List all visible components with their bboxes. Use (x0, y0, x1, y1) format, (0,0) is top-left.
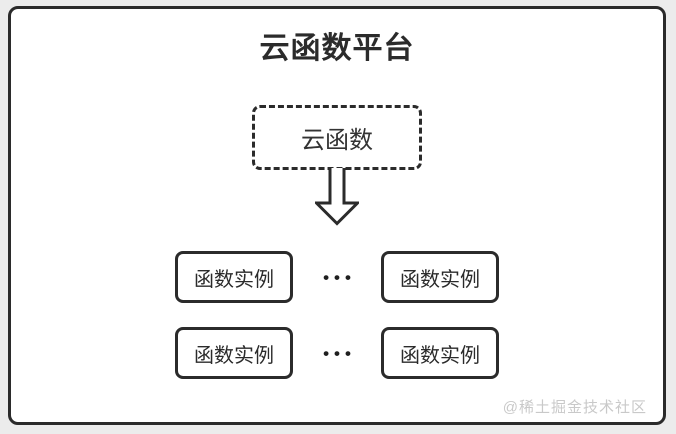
ellipsis-separator: ••• (323, 267, 356, 287)
function-instance-label: 函数实例 (400, 268, 480, 291)
down-arrow-icon (315, 168, 359, 226)
diagram-canvas: 云函数平台 云函数 函数实例 ••• 函数实例 函数实例 ••• 函数实例 @稀… (8, 6, 666, 425)
function-instance-label: 函数实例 (400, 344, 480, 367)
instance-rows: 函数实例 ••• 函数实例 函数实例 ••• 函数实例 (11, 251, 663, 379)
function-instance-label: 函数实例 (194, 268, 274, 291)
cloud-function-label: 云函数 (301, 127, 373, 154)
cloud-function-box: 云函数 (252, 105, 422, 170)
diagram-title: 云函数平台 (259, 32, 415, 65)
instance-row: 函数实例 ••• 函数实例 (11, 251, 663, 303)
function-instance-box: 函数实例 (175, 327, 293, 379)
ellipsis-separator: ••• (323, 343, 356, 363)
function-instance-box: 函数实例 (381, 327, 499, 379)
function-instance-box: 函数实例 (381, 251, 499, 303)
watermark: @稀土掘金技术社区 (502, 399, 647, 416)
instance-row: 函数实例 ••• 函数实例 (11, 327, 663, 379)
function-instance-label: 函数实例 (194, 344, 274, 367)
function-instance-box: 函数实例 (175, 251, 293, 303)
